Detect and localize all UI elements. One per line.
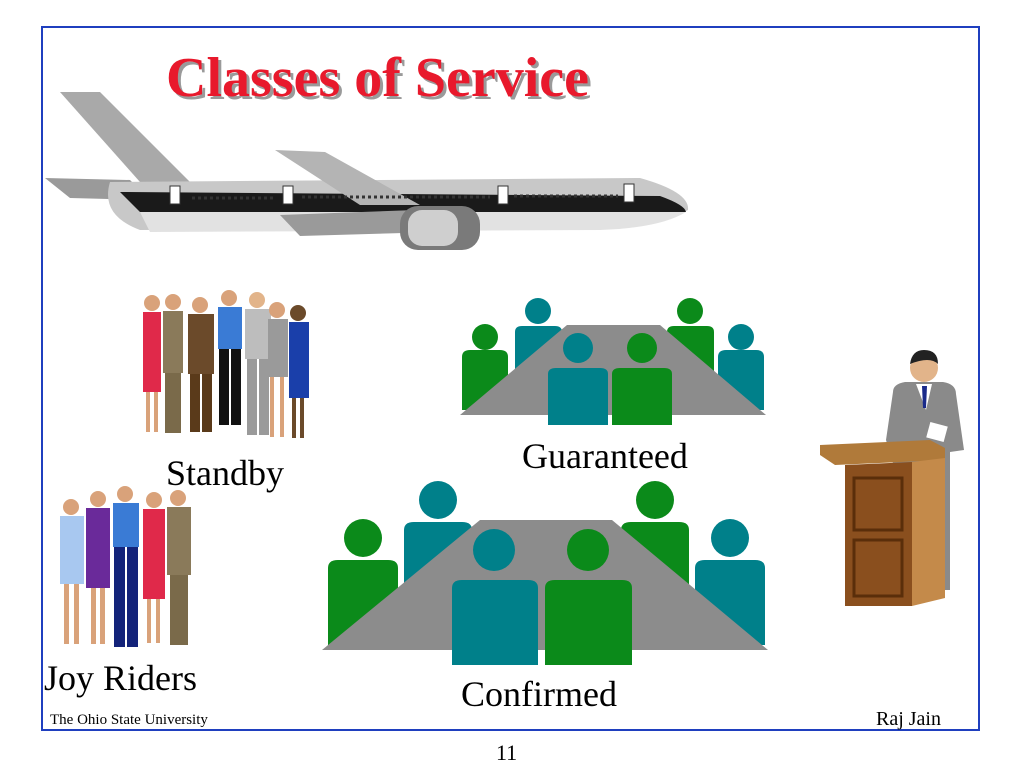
footer-institution: The Ohio State University xyxy=(50,712,208,728)
guaranteed-label: Guaranteed xyxy=(522,436,688,476)
airplane-illustration xyxy=(45,92,689,250)
standby-label: Standby xyxy=(166,453,285,493)
slide-frame xyxy=(41,26,980,731)
confirmed-label: Confirmed xyxy=(461,674,617,714)
joy-riders-label: Joy Riders xyxy=(44,658,197,698)
joy-riders-people-illustration xyxy=(60,486,191,647)
page-number: 11 xyxy=(496,740,518,765)
footer-author: Raj Jain xyxy=(876,708,941,730)
speaker-podium-illustration xyxy=(820,350,964,606)
slide-title: Classes of Service xyxy=(166,47,590,109)
standby-people-illustration xyxy=(143,290,309,438)
confirmed-meeting-illustration xyxy=(322,481,768,665)
guaranteed-meeting-illustration xyxy=(460,298,766,425)
